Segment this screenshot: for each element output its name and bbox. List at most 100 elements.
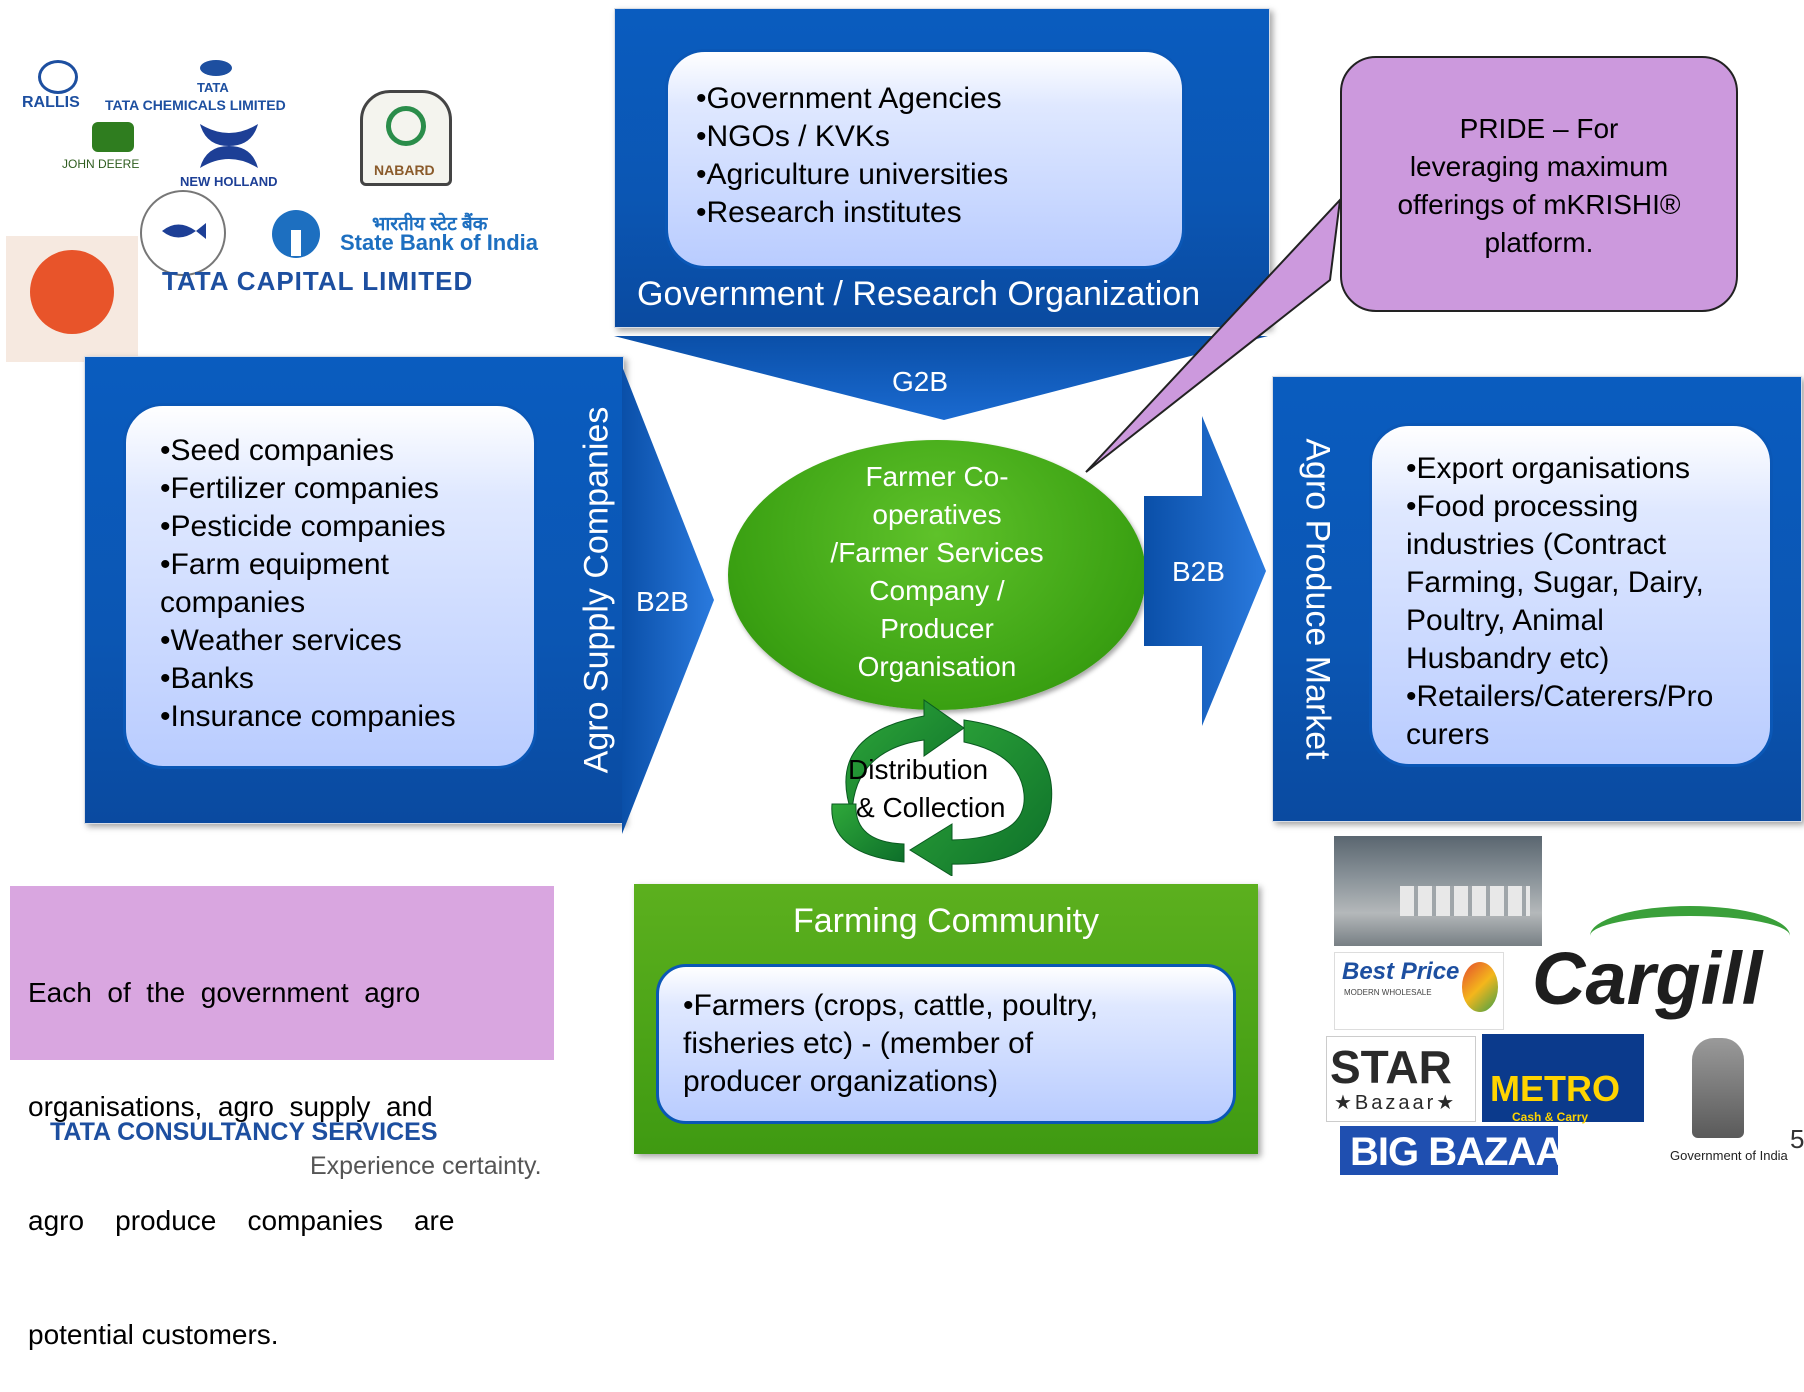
rallis-logo: [38, 60, 78, 94]
note-line: agro produce companies are: [28, 1205, 455, 1236]
sbi-keyhole: [291, 230, 301, 256]
supply-item: •Fertilizer companies: [160, 472, 439, 505]
sbi-hindi-text: भारतीय स्टेट बैंक: [372, 214, 488, 235]
warehouse-shelves: [1400, 886, 1530, 916]
supply-item: •Weather services: [160, 624, 402, 657]
page-number: 5: [1790, 1124, 1804, 1154]
new-holland-text: NEW HOLLAND: [180, 174, 278, 189]
tata-small-text: TATA: [197, 80, 229, 95]
farming-community-list: •Farmers (crops, cattle, poultry, fisher…: [656, 964, 1236, 1124]
note-box: Each of the government agro organisation…: [10, 886, 554, 1350]
tcs-tagline: Experience certainty.: [310, 1152, 542, 1180]
star-bazaar-subtext: ★Bazaar★: [1334, 1092, 1458, 1114]
ellipse-line: Company /: [869, 575, 1005, 606]
distribution-cycle-arrows: [831, 699, 1053, 876]
note-line: organisations, agro supply and: [28, 1091, 433, 1122]
pride-callout-pointer: [1085, 197, 1342, 473]
tata-capital-text: TATA CAPITAL LIMITED: [162, 266, 474, 296]
market-item: curers: [1406, 718, 1490, 751]
government-item: •Research institutes: [696, 196, 962, 229]
market-item: •Food processing: [1406, 490, 1639, 523]
nabard-emblem-icon: [386, 106, 426, 146]
pride-callout-text: PRIDE – For leveraging maximum offerings…: [1340, 110, 1738, 262]
collection-label: & Collection: [856, 792, 1006, 823]
farmer-cooperatives-text: Farmer Co- operatives /Farmer Services C…: [728, 458, 1146, 686]
farmer-cooperatives-ellipse: [728, 440, 1146, 710]
tata-emblem-icon: [200, 60, 232, 76]
star-bazaar-text: STAR: [1330, 1041, 1452, 1093]
farming-community-box: Farming Community •Farmers (crops, cattl…: [634, 884, 1258, 1154]
ellipse-line: Organisation: [857, 651, 1017, 682]
goi-emblem-icon: [1692, 1038, 1744, 1138]
callout-line: PRIDE – For: [1459, 113, 1619, 144]
supply-item: •Farm equipment: [160, 548, 389, 581]
government-item: •Government Agencies: [696, 82, 1002, 115]
government-item: •Agriculture universities: [696, 158, 1009, 191]
market-item: Poultry, Animal: [1406, 604, 1604, 637]
sbi-text: State Bank of India: [340, 230, 539, 255]
g2b-label: G2B: [892, 366, 949, 397]
market-item: Husbandry etc): [1406, 642, 1610, 675]
cargill-arc-icon: [1590, 906, 1790, 966]
nabard-text: NABARD: [374, 162, 435, 178]
supply-item: •Seed companies: [160, 434, 394, 467]
ellipse-line: operatives: [872, 499, 1002, 530]
agro-supply-list: •Seed companies •Fertilizer companies •P…: [123, 403, 537, 769]
market-item: Farming, Sugar, Dairy,: [1406, 566, 1704, 599]
metro-subtext: Cash & Carry: [1512, 1110, 1589, 1124]
tata-chemicals-text: TATA CHEMICALS LIMITED: [105, 97, 286, 113]
b2b-right-arrow: [1144, 416, 1266, 726]
distribution-label: Distribution: [848, 754, 989, 785]
rallis-text: RALLIS: [22, 94, 80, 111]
market-item: •Retailers/Caterers/Pro: [1406, 680, 1714, 713]
agro-market-title: Agro Produce Market: [1298, 438, 1337, 760]
new-holland-logo: [200, 124, 258, 168]
callout-line: platform.: [1484, 227, 1594, 258]
supply-item: •Pesticide companies: [160, 510, 446, 543]
supply-item: companies: [160, 586, 306, 619]
john-deere-text: JOHN DEERE: [62, 157, 140, 171]
metro-text: METRO: [1490, 1068, 1620, 1109]
b2b-left-arrow: [622, 366, 714, 834]
agro-market-list: •Export organisations •Food processing i…: [1369, 423, 1773, 767]
john-deere-logo: [92, 122, 134, 152]
ellipse-line: /Farmer Services: [830, 537, 1044, 568]
callout-line: offerings of mKRISHI®: [1397, 189, 1681, 220]
big-bazaar-logo: [1340, 1126, 1558, 1175]
big-bazaar-text: BIG BAZAAR: [1350, 1130, 1592, 1174]
b2b-right-label: B2B: [1172, 556, 1225, 587]
agro-supply-box: •Seed companies •Fertilizer companies •P…: [84, 356, 624, 824]
farming-community-title: Farming Community: [792, 902, 1100, 940]
community-line: fisheries etc) - (member of: [683, 1027, 1034, 1060]
supply-item: •Banks: [160, 662, 254, 695]
government-title: Government / Research Organization: [637, 275, 1201, 313]
community-line: producer organizations): [683, 1065, 999, 1098]
fish-icon: [162, 223, 206, 239]
goi-text: Government of India: [1670, 1148, 1788, 1163]
fisheries-emblem-icon: [140, 190, 226, 276]
government-box: •Government Agencies •NGOs / KVKs •Agric…: [614, 8, 1270, 328]
agro-supply-title: Agro Supply Companies: [577, 406, 616, 774]
best-price-text: Best Price: [1342, 958, 1460, 985]
b2b-left-label: B2B: [636, 586, 689, 617]
note-line: Each of the government agro: [28, 977, 421, 1008]
market-item: •Export organisations: [1406, 452, 1690, 485]
best-price-subtext: MODERN WHOLESALE: [1344, 988, 1432, 997]
government-list: •Government Agencies •NGOs / KVKs •Agric…: [665, 49, 1185, 269]
partner-logos-left: RALLIS TATA TATA CHEMICALS LIMITED JOHN …: [0, 50, 580, 362]
agro-market-box: Agro Produce Market •Export organisation…: [1272, 376, 1802, 822]
g2b-arrow: [614, 336, 1268, 420]
tcs-logo-text: TATA CONSULTANCY SERVICES: [50, 1118, 438, 1146]
government-item: •NGOs / KVKs: [696, 120, 890, 153]
supply-item: •Insurance companies: [160, 700, 456, 733]
note-line: potential customers.: [28, 1319, 279, 1350]
pride-callout: [1340, 56, 1738, 312]
ellipse-line: Producer: [880, 613, 994, 644]
nrhm-emblem-icon: [30, 250, 114, 334]
market-item: industries (Contract: [1406, 528, 1667, 561]
metro-logo: [1482, 1034, 1644, 1122]
ellipse-line: Farmer Co-: [865, 461, 1009, 492]
best-price-swirl-icon: [1462, 962, 1498, 1012]
star-bazaar-logo: [1326, 1036, 1476, 1122]
callout-line: leveraging maximum: [1409, 151, 1669, 182]
